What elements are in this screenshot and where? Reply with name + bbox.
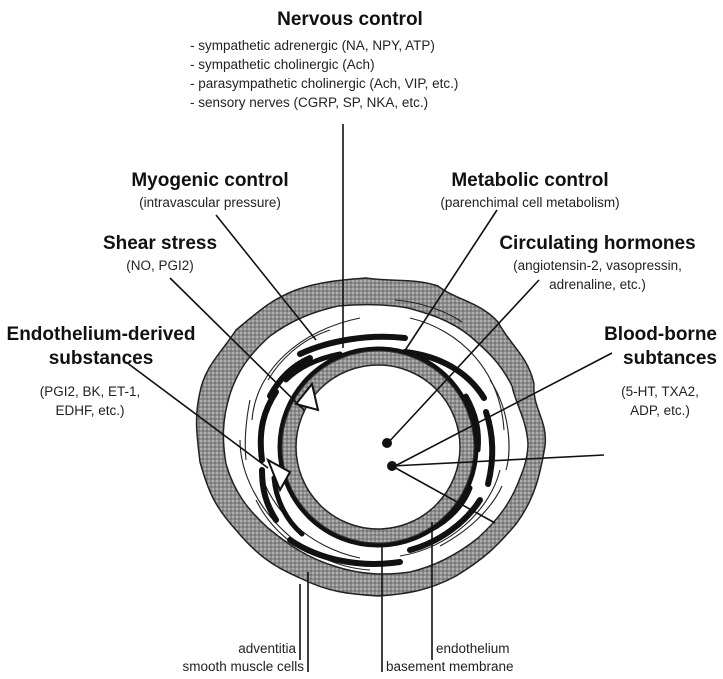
endothelium-derived-subtitle-2: EDHF, etc.)	[0, 403, 180, 419]
circulating-hormones-title: Circulating hormones	[485, 233, 710, 255]
smooth-muscle-cells-label: smooth muscle cells	[130, 659, 304, 675]
blood-borne-title-2: subtances	[560, 348, 717, 370]
blood-borne-subtitle-2: ADP, etc.)	[605, 403, 715, 419]
myogenic-subtitle: (intravascular pressure)	[110, 195, 310, 211]
shear-stress-title: Shear stress	[90, 233, 230, 255]
circulating-hormones-subtitle-2: adrenaline, etc.)	[470, 277, 723, 293]
metabolic-subtitle: (parenchimal cell metabolism)	[410, 195, 650, 211]
basement-membrane-label: basement membrane	[386, 659, 514, 675]
blood-borne-subtitle-1: (5-HT, TXA2,	[605, 384, 715, 400]
nervous-control-title: Nervous control	[270, 9, 430, 31]
nervous-item-1: - sympathetic adrenergic (NA, NPY, ATP)	[190, 38, 435, 54]
endothelium-label: endothelium	[436, 641, 510, 657]
nervous-item-3: - parasympathetic cholinergic (Ach, VIP,…	[190, 76, 458, 92]
nervous-item-4: - sensory nerves (CGRP, SP, NKA, etc.)	[190, 95, 428, 111]
endothelium-derived-title-2: substances	[0, 348, 202, 370]
endothelium-derived-title-1: Endothelium-derived	[0, 324, 202, 346]
myogenic-title: Myogenic control	[110, 170, 310, 192]
nervous-item-2: - sympathetic cholinergic (Ach)	[190, 57, 375, 73]
endothelium-derived-subtitle-1: (PGI2, BK, ET-1,	[0, 384, 180, 400]
shear-stress-subtitle: (NO, PGI2)	[90, 258, 230, 274]
adventitia-label: adventitia	[170, 641, 296, 657]
blood-borne-title-1: Blood-borne	[560, 324, 717, 346]
circulating-hormones-subtitle-1: (angiotensin-2, vasopressin,	[470, 258, 723, 274]
metabolic-title: Metabolic control	[430, 170, 630, 192]
